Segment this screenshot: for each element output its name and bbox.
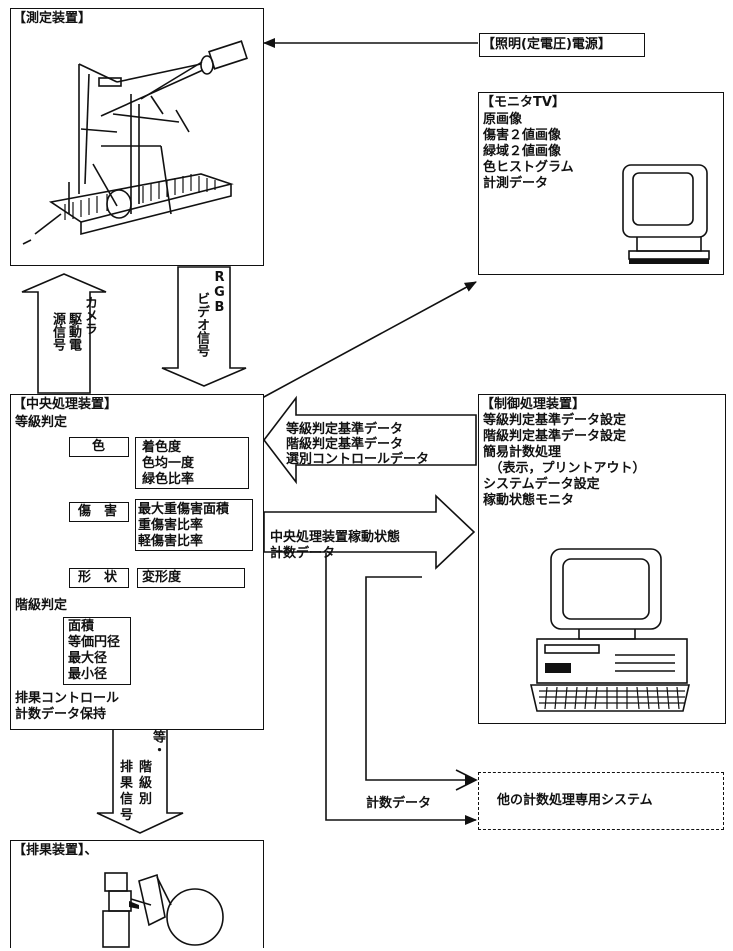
camera-signal-line1: カメラ [82,296,97,335]
shape-items: 変形度 [142,570,182,585]
class-items-box: 面積 等価円径 最大径 最小径 [63,617,131,685]
measuring-device-title: 【測定装置】 [13,11,92,26]
to-cpu-arrow [262,395,477,485]
monitor-icon [622,164,710,264]
eject-signal-col1: 等・ [150,730,165,756]
camera-drive-arrow [21,273,107,394]
count-data-label: 計数データ [366,796,432,811]
class-judgement-label: 階級判定 [15,598,68,613]
color-items-box: 着色度 色均一度 緑色比率 [135,437,249,489]
central-processing-box: 【中央処理装置】 等級判定 色 着色度 色均一度 緑色比率 傷 害 最大重傷害面… [10,394,264,730]
shape-label: 形 状 [78,570,118,585]
eject-arrow [96,728,184,834]
monitor-tv-title: 【モニタTV】 [481,95,565,110]
illumination-power-box: 【照明(定電圧)電源】 [479,33,645,57]
cpu-title: 【中央処理装置】 [13,397,118,412]
shape-items-box: 変形度 [137,568,245,588]
color-items: 着色度 色均一度 緑色比率 [142,440,195,487]
camera-signal-line3: 源信号 [50,312,65,351]
other-system-label: 他の計数処理専用システム [497,793,653,808]
damage-box: 傷 害 [69,502,129,522]
rgb-video-arrow [161,266,247,387]
to-cpu-arrow-label: 等級判定基準データ 階級判定基準データ 選別コントロールデータ [286,422,430,467]
cpu-footer: 排果コントロール 計数データ保持 [15,691,120,722]
measuring-device-box: 【測定装置】 [10,8,264,266]
damage-items: 最大重傷害面積 重傷害比率 軽傷害比率 [138,502,230,549]
eject-signal-row5: 号 [120,808,134,823]
rgb-signal-line2: ビデオ信号 [194,292,209,357]
color-label: 色 [92,439,106,454]
damage-label: 傷 害 [78,504,118,519]
illumination-power-label: 【照明(定電圧)電源】 [482,37,611,52]
class-items: 面積 等価円径 最大径 最小径 [68,619,121,682]
other-system-box: 他の計数処理専用システム [478,772,724,830]
computer-icon [529,548,691,712]
to-ctrl-arrow [263,494,476,570]
ctrl-title: 【制御処理装置】 [481,397,586,412]
to-ctrl-arrow-label: 中央処理装置稼動状態 計数データ [270,530,401,561]
monitor-tv-items: 原画像 傷害２値画像 緑域２値画像 色ヒストグラム 計測データ [483,112,574,191]
rgb-signal-line1: RGB [212,270,227,315]
count-line-inner [365,576,477,785]
ctrl-items: 等級判定基準データ設定 階級判定基準データ設定 簡易計数処理 （表示，プリントア… [483,413,646,508]
eject-device-title: 【排果装置】、 [13,843,98,858]
measuring-device-illustration [22,40,248,245]
grade-judgement-label: 等級判定 [15,415,68,430]
monitor-tv-box: 【モニタTV】 原画像 傷害２値画像 緑域２値画像 色ヒストグラム 計測データ [478,92,724,275]
eject-signal-row3: 果級 [120,776,159,791]
cpu-to-monitor-arrow [261,281,477,399]
eject-device-illustration [102,872,224,948]
eject-signal-row4: 信別 [120,792,159,807]
count-line-outer [325,553,477,825]
shape-box: 形 状 [69,568,129,588]
camera-signal-line2: 駆動電 [66,312,81,351]
damage-items-box: 最大重傷害面積 重傷害比率 軽傷害比率 [135,499,253,551]
eject-signal-row2: 排階 [120,760,159,775]
eject-device-box: 【排果装置】、 [10,840,264,948]
control-processing-box: 【制御処理装置】 等級判定基準データ設定 階級判定基準データ設定 簡易計数処理 … [478,394,726,724]
color-box: 色 [69,437,129,457]
